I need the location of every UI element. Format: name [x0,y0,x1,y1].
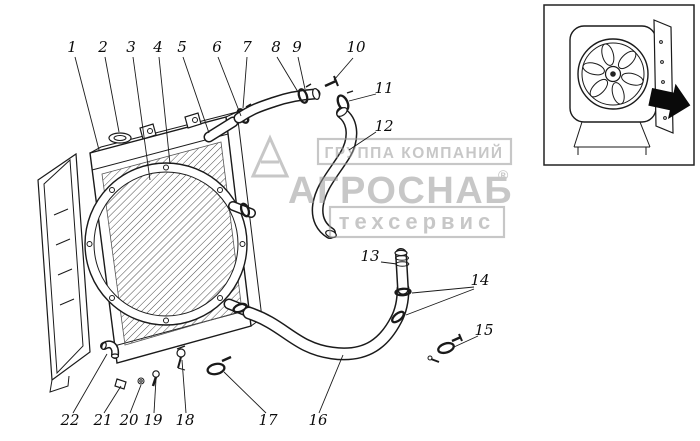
leader-line-2 [104,56,120,133]
callout-14: 14 [470,271,489,289]
connecting-pipe-13 [394,248,410,295]
leader-line-4 [158,56,171,165]
leader-line-21 [103,385,122,414]
elbow-fitting-22 [100,340,120,359]
watermark-subbrand: техсервис [339,209,496,234]
upper-curved-hose-12 [311,107,358,239]
callout-5: 5 [177,38,187,56]
filler-cap [108,132,132,144]
callout-21: 21 [92,411,112,429]
watermark-group-box [316,137,513,166]
watermark-registered-mark: ® [498,167,509,183]
callout-12: 12 [374,117,393,135]
leader-line-3 [132,56,151,181]
leader-line-10 [333,57,354,81]
mounting-bracket-right [184,112,202,129]
callout-6: 6 [212,38,222,56]
leader-line-22 [72,353,108,414]
leader-line-9 [297,56,306,90]
inset-overview [543,4,695,166]
leader-line-14a [411,286,475,294]
leader-line-8 [276,56,299,93]
callout-1: 1 [67,38,77,56]
bolt-19 [151,370,160,387]
side-stub-pipe [228,201,256,218]
leader-line-5 [182,56,210,134]
callout-19: 19 [143,411,163,429]
watermark-logo-icon [250,134,290,178]
callout-9: 9 [292,38,302,56]
leader-line-14b [405,288,475,316]
fan-shroud-ring [84,162,248,326]
leader-line-17 [223,371,267,414]
callout-18: 18 [175,411,194,429]
leader-line-18 [181,359,187,414]
leader-lines [72,56,479,414]
leader-line-7 [242,56,248,109]
direction-arrow-icon [648,83,691,120]
callout-17: 17 [258,411,278,429]
hose-clamp-9 [297,83,312,104]
hose-clamp-14a [394,287,412,297]
washer-20 [137,377,145,385]
leader-line-16 [318,354,344,414]
hose-clamp-14b [391,310,405,324]
leader-line-13 [380,261,398,265]
callout-3: 3 [126,38,136,56]
leader-line-12 [348,131,377,151]
leader-line-20 [129,384,142,414]
worm-clamp-15 [427,333,463,363]
watermark-group-label: ГРУППА КОМПАНИЙ [324,144,503,162]
callouts: 1 2 3 4 5 6 7 8 9 10 11 12 13 14 15 16 1… [59,38,493,429]
fan-blades-icon [582,43,644,105]
callout-13: 13 [360,247,379,265]
callout-15: 15 [474,321,493,339]
callout-8: 8 [271,38,281,56]
callout-4: 4 [152,38,163,56]
drain-tap-18 [176,345,186,371]
callout-11: 11 [374,79,393,97]
leader-line-15 [453,335,479,348]
leader-line-11 [348,93,377,102]
leader-line-6 [217,56,242,117]
callout-16: 16 [308,411,328,429]
watermark-subbrand-box [328,205,506,239]
clamp-bolt-10 [324,75,339,88]
upper-outlet-pipe [203,116,239,143]
worm-clamp-17 [206,355,232,376]
radiator-core [89,111,263,364]
radiator-mounting-frame [37,152,91,393]
fitting-21 [114,378,127,390]
callout-20: 20 [118,411,139,429]
callout-10: 10 [346,38,366,56]
watermark: ГРУППА КОМПАНИЙ АГРОСНАБ ® техсервис [250,134,513,239]
leader-line-19 [153,378,157,414]
callout-7: 7 [242,38,252,56]
upper-hose [233,88,321,124]
lower-hose-16 [242,282,410,361]
watermark-brand: АГРОСНАБ [288,170,513,212]
leader-line-1 [74,56,100,151]
callout-22: 22 [59,411,79,429]
callout-2: 2 [97,38,108,56]
